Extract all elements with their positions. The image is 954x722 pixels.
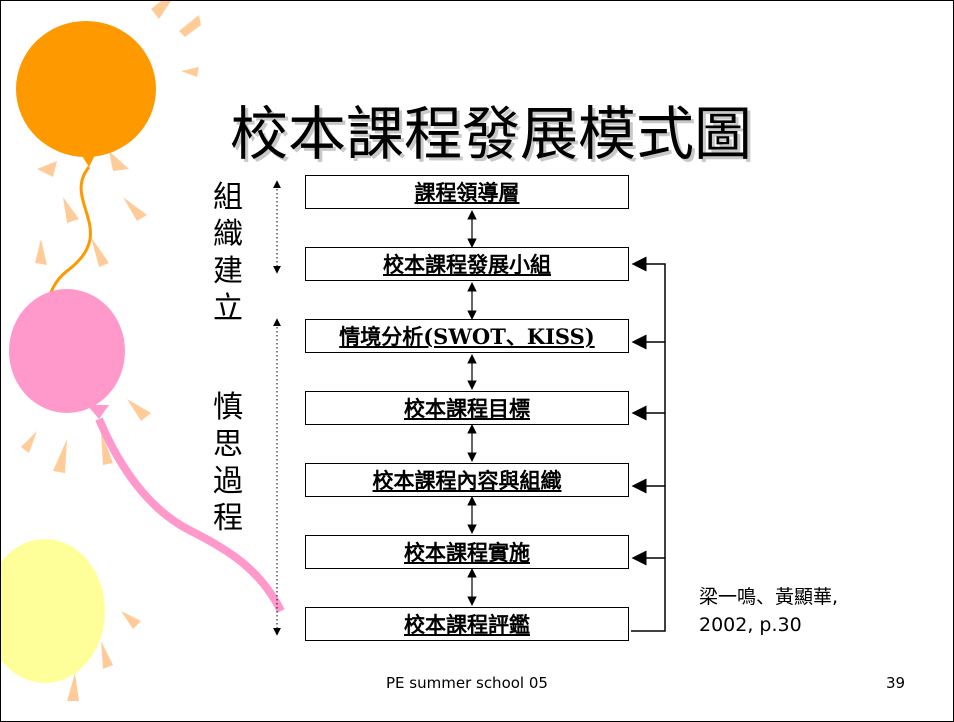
flow-step-implementation: 校本課程實施 [305, 535, 629, 569]
deliberation-label-char: 程 [213, 501, 243, 536]
deliberation-label-char: 過 [213, 464, 243, 499]
feedback-loop [631, 256, 666, 632]
citation-authors: 梁一鳴、黃顯華, [699, 586, 839, 608]
deliberation-label-char: 慎 [213, 390, 243, 425]
flow-step-evaluation: 校本課程評鑑 [305, 607, 629, 641]
deliberation-label: 慎 思 過 程 [206, 389, 250, 537]
deliberation-label-char: 思 [213, 427, 243, 462]
pink-balloon [9, 289, 285, 613]
flow-step-situation-analysis: 情境分析(SWOT、KISS) [305, 319, 629, 353]
flow-step-curriculum-goals: 校本課程目標 [305, 391, 629, 425]
yellow-balloon [1, 539, 105, 683]
organization-label: 組 織 建 立 [206, 179, 250, 327]
flow-step-curriculum-leadership: 課程領導層 [305, 175, 629, 209]
citation-year-page: 2002, p.30 [699, 614, 802, 636]
organization-label-char: 織 [213, 217, 243, 252]
flow-step-content-organization: 校本課程內容與組織 [305, 463, 629, 497]
slide-footer: PE summer school 05 [386, 674, 548, 692]
page-number: 39 [886, 674, 906, 692]
organization-label-char: 建 [213, 254, 243, 289]
citation: 梁一鳴、黃顯華, 2002, p.30 [699, 583, 838, 639]
flow-step-development-team: 校本課程發展小組 [305, 247, 629, 281]
slide-title: 校本課程發展模式圖 [229, 100, 752, 168]
organization-label-char: 組 [213, 180, 243, 215]
organization-label-char: 立 [213, 291, 243, 326]
